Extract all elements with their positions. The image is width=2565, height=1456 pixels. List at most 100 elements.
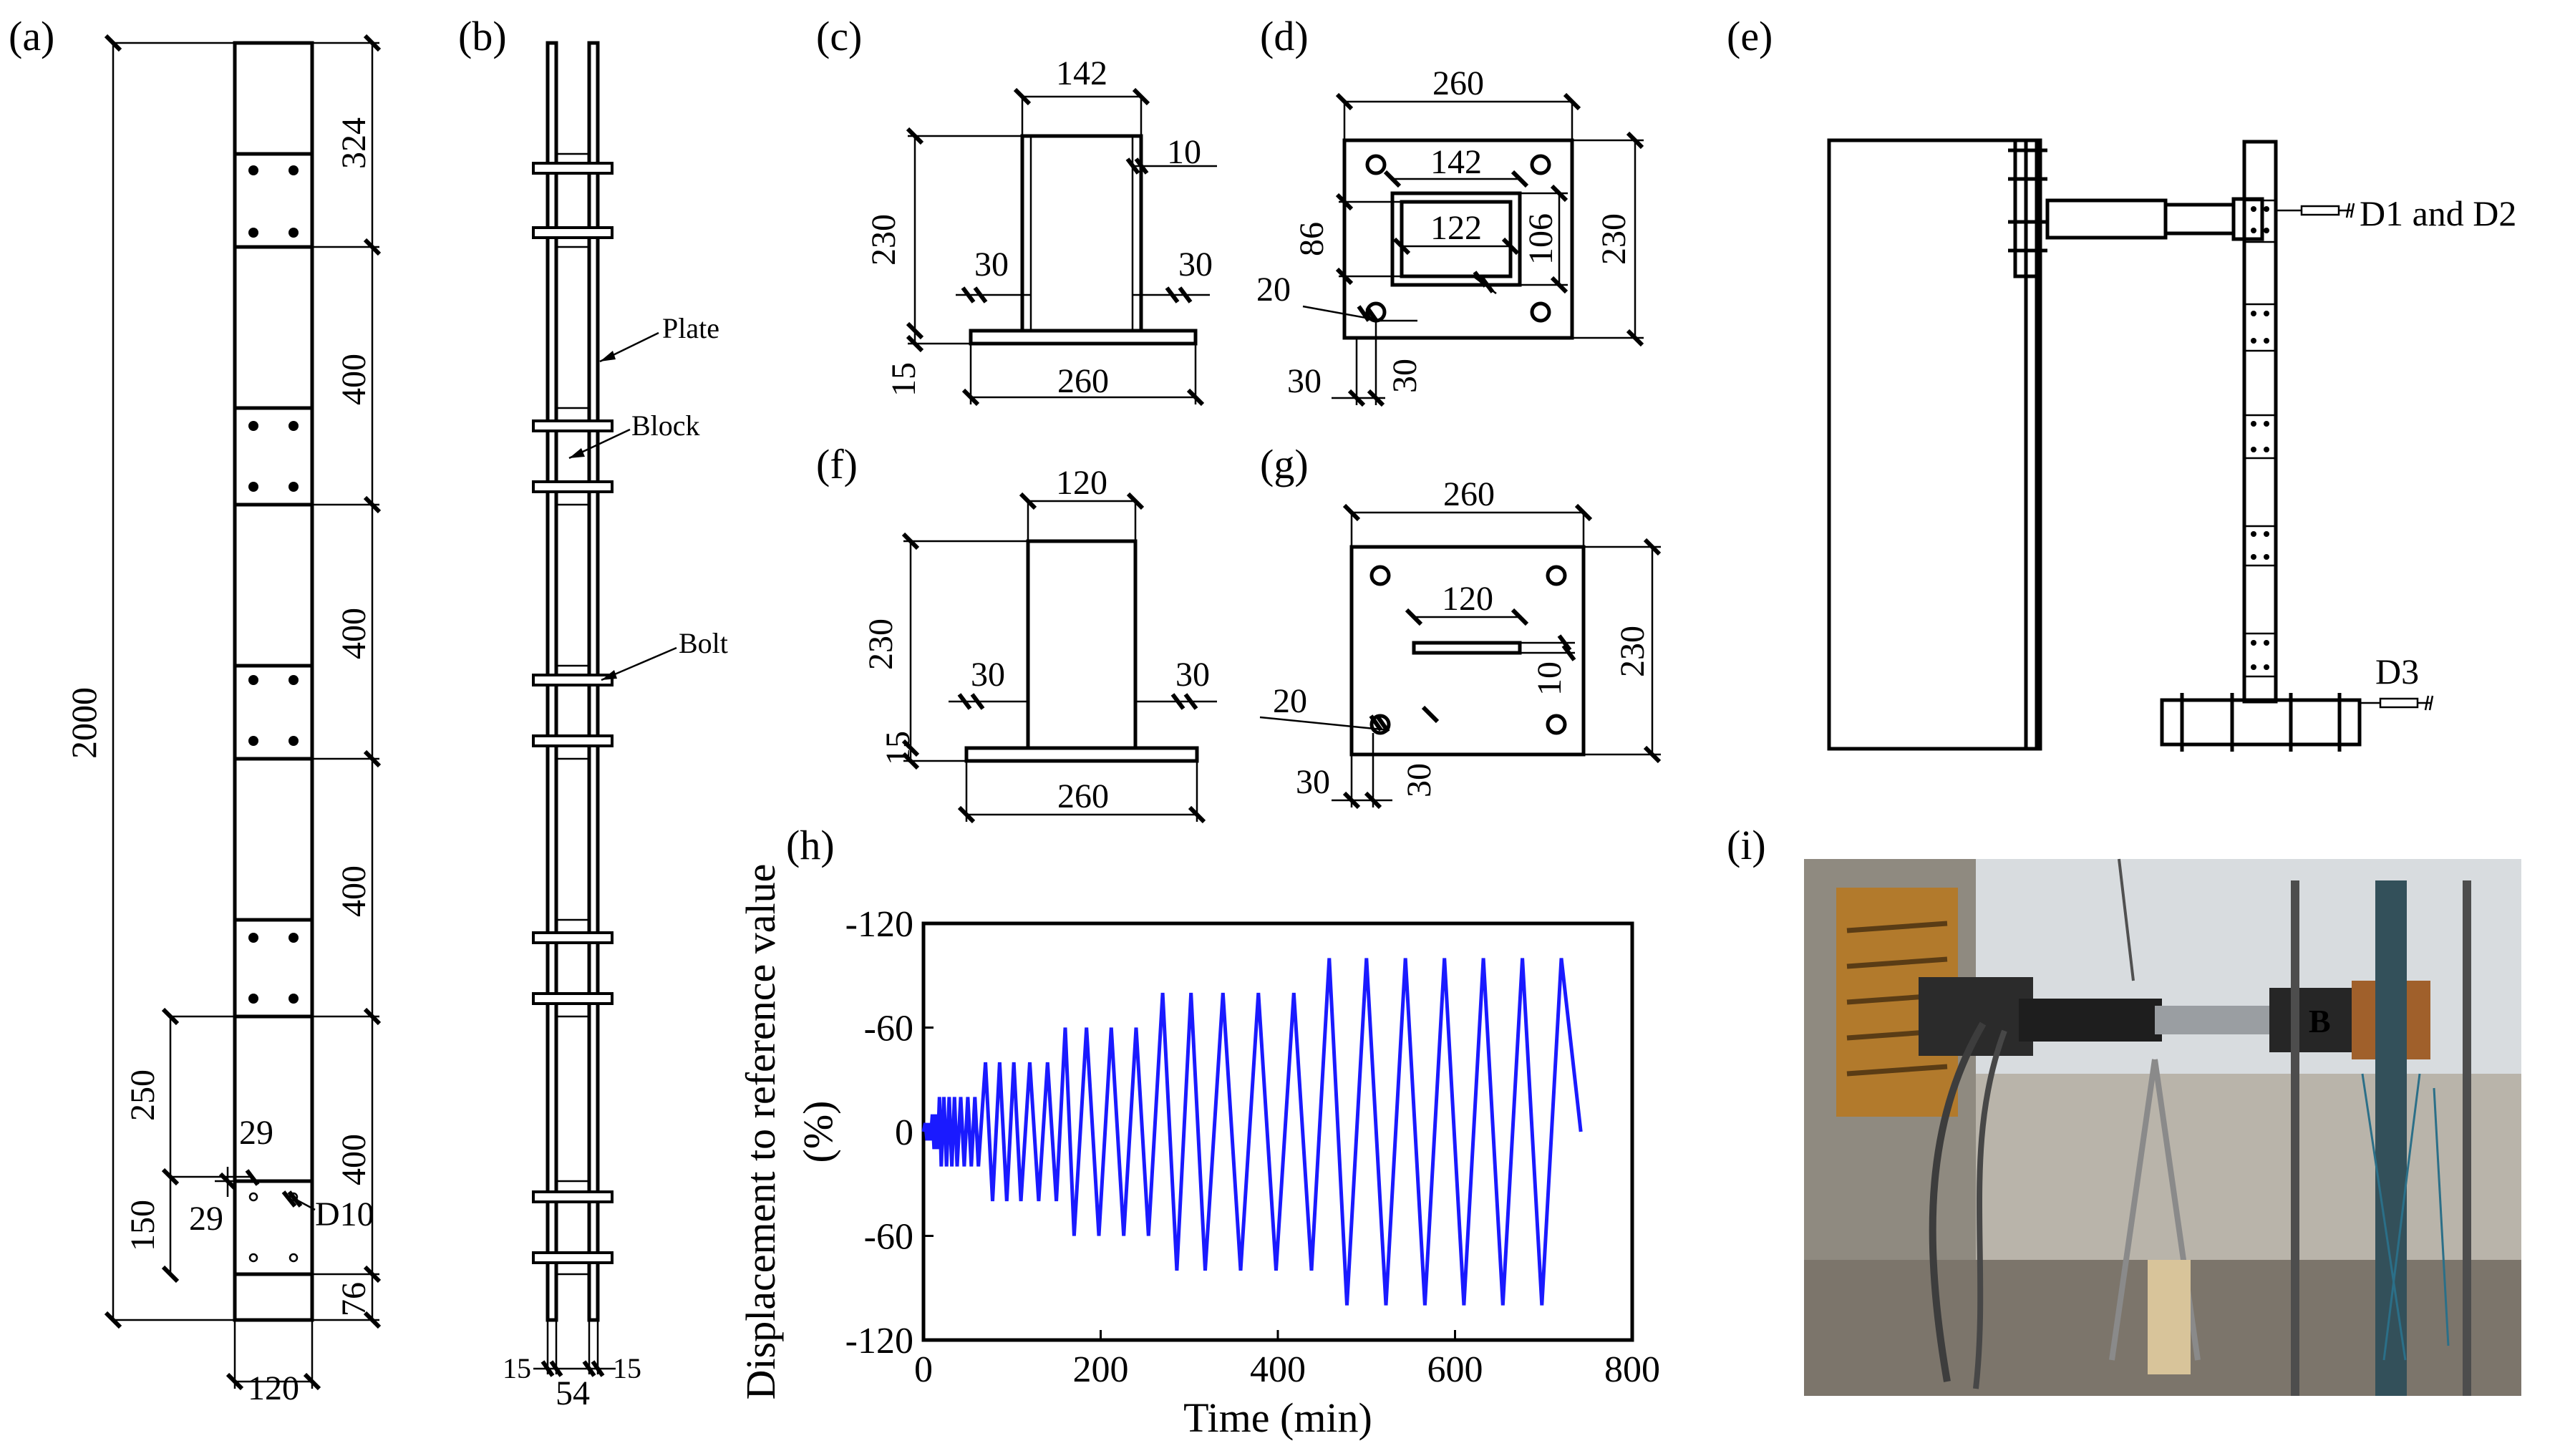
g-dim-20: 20 [1273, 682, 1307, 720]
f-base-plate [964, 746, 1199, 763]
dim-b-54: 54 [556, 1374, 590, 1412]
x-tick-label: 0 [914, 1349, 933, 1390]
g-dim-260: 260 [1443, 475, 1495, 513]
callout-bolt: Bolt [679, 627, 728, 659]
panel-f-label: (f) [816, 441, 858, 487]
c-dim-15: 15 [885, 362, 923, 397]
d-dim-230: 230 [1595, 213, 1633, 265]
d-dim-20: 20 [1256, 271, 1291, 309]
d-dim-86: 86 [1293, 222, 1331, 256]
bolt-dots [248, 165, 299, 1004]
chart-y-axis-title-line1: Displacement to reference value [737, 864, 784, 1400]
d-outer-rect [1390, 191, 1522, 287]
lvdt-d1-d2 [2276, 203, 2355, 218]
f-dim-230: 230 [862, 618, 900, 670]
panel-c-label: (c) [816, 13, 862, 59]
g-dim-120: 120 [1442, 580, 1493, 618]
f-dim-260: 260 [1057, 777, 1109, 815]
chart-x-axis-title: Time (min) [1183, 1394, 1372, 1441]
panel-d: (d) [1256, 13, 1644, 407]
callout-d10: D10 [315, 1195, 374, 1233]
dim-left-250: 250 [124, 1069, 162, 1121]
base-bolts [2180, 693, 2342, 752]
d-inner-rect [1400, 200, 1513, 278]
f-web [1026, 539, 1138, 750]
panel-i-label: (i) [1727, 822, 1766, 868]
panel-c: (c) [816, 13, 1217, 407]
panel-d-label: (d) [1260, 13, 1309, 59]
g-dims [1259, 503, 1662, 810]
dim-inner-29-b: 29 [189, 1200, 223, 1238]
bottom-holes [248, 1192, 299, 1263]
actuator-body [2045, 198, 2168, 240]
y-tick-label: -60 [864, 1217, 913, 1258]
c-dim-30-left: 30 [974, 246, 1009, 283]
c-dims [906, 87, 1217, 407]
g-dim-30-b: 30 [1400, 763, 1438, 797]
chart-series-layer [921, 958, 1583, 1306]
dim-inner-29-a: 29 [239, 1114, 273, 1152]
dim-left-150: 150 [124, 1200, 162, 1251]
callout-block: Block [631, 409, 700, 442]
column-body [233, 41, 314, 1322]
c-dim-30-right: 30 [1178, 246, 1213, 283]
f-dim-30-right: 30 [1175, 656, 1210, 694]
bottom-dims-b [533, 1320, 616, 1377]
y-tick-label: -120 [845, 1321, 913, 1362]
g-dim-30-a: 30 [1296, 763, 1330, 801]
panel-b: (b) P [458, 13, 728, 1412]
dim-seg-400-4: 400 [335, 1134, 373, 1185]
base-beam [2160, 698, 2362, 747]
panel-g-label: (g) [1260, 441, 1309, 487]
panel-i: (i) B [1727, 822, 2521, 1396]
dim-b-15-left: 15 [503, 1352, 531, 1384]
y-tick-label: -120 [845, 904, 913, 945]
chart-tick-marks [922, 922, 1634, 1341]
actuator-rod [2163, 203, 2236, 236]
chart-ytick-labels: -120 -60 0 -60 -120 [845, 904, 913, 1362]
d-dim-30-a: 30 [1287, 362, 1322, 400]
test-photo: B [1804, 858, 2521, 1396]
lvdt-d3 [2360, 695, 2434, 711]
dim-total-height: 2000 [64, 687, 104, 759]
test-column [2242, 140, 2278, 704]
x-tick-label: 200 [1073, 1349, 1129, 1390]
f-dim-120: 120 [1056, 464, 1107, 502]
dim-b-15-right: 15 [613, 1352, 641, 1384]
x-tick-label: 600 [1427, 1349, 1483, 1390]
panel-a: (a) [9, 13, 382, 1407]
actuator-head [2231, 197, 2264, 241]
dim-seg-400-2: 400 [335, 608, 373, 659]
panel-a-label: (a) [9, 13, 54, 59]
mount-bolts [2008, 148, 2047, 253]
panel-h-label: (h) [786, 822, 835, 868]
c-web [1020, 134, 1143, 333]
callout-d3: D3 [2375, 651, 2419, 691]
f-dim-30-left: 30 [971, 656, 1005, 694]
chart-y-axis-title-line2: (%) [795, 1101, 841, 1163]
dim-seg-400-3: 400 [335, 865, 373, 917]
dim-width-120: 120 [248, 1369, 299, 1407]
c-dim-142: 142 [1056, 54, 1107, 92]
y-tick-label: -60 [864, 1009, 913, 1049]
c-base-plate [969, 329, 1198, 346]
d-dims [1302, 92, 1644, 407]
displacement-series-line [921, 958, 1583, 1306]
g-dim-230: 230 [1614, 626, 1652, 677]
g-slot [1412, 641, 1522, 655]
c-dim-10: 10 [1167, 133, 1201, 171]
f-dim-15: 15 [879, 731, 917, 765]
wall-mount-plate [2013, 138, 2039, 278]
callout-plate: Plate [662, 312, 719, 344]
dim-top-324: 324 [335, 117, 373, 169]
y-tick-label: 0 [895, 1112, 913, 1153]
dim-bottom-76: 76 [335, 1282, 373, 1316]
d-dim-30-b: 30 [1386, 359, 1424, 393]
column-bolt-dots [2251, 206, 2269, 670]
callout-d1-d2: D1 and D2 [2360, 193, 2516, 233]
svg-text:B: B [2309, 1003, 2331, 1039]
c-dim-230: 230 [865, 214, 903, 266]
